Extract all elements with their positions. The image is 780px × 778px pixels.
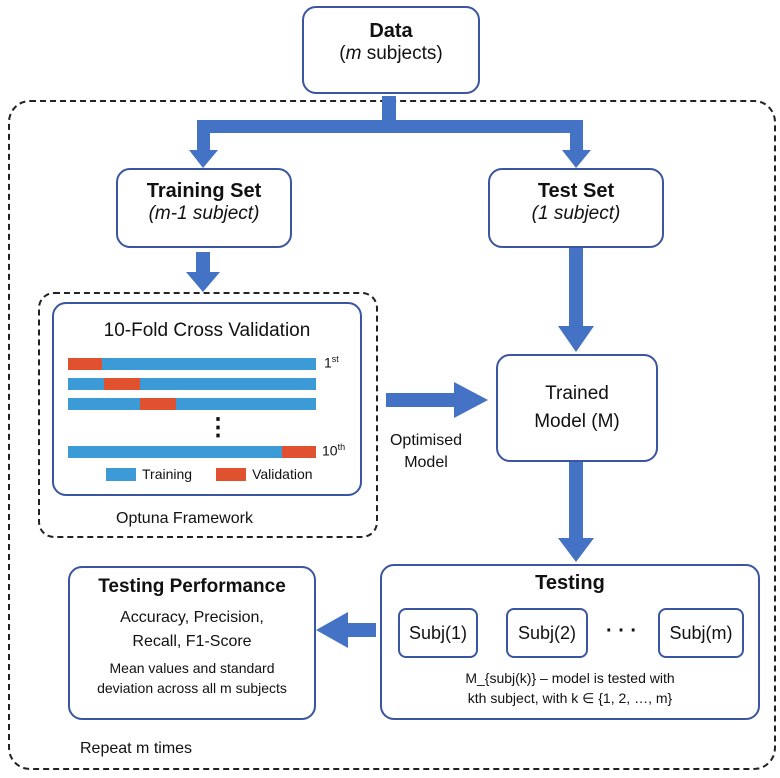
performance-summary-line2: deviation across all m subjects (97, 680, 287, 696)
test-set-box: Test Set (1 subject) (488, 168, 664, 248)
arrow-test-model-head (558, 326, 594, 352)
testing-note-line2: kth subject, with k ∈ {1, 2, …, m} (467, 690, 673, 706)
legend-validation-label: Validation (252, 466, 313, 482)
optuna-framework-boundary (38, 292, 378, 538)
fold-3-validation (140, 398, 176, 410)
subject-m-box: Subj(m) (658, 608, 744, 658)
legend-training-swatch (106, 467, 136, 481)
arrow-model-testing-head (558, 538, 594, 562)
arrow-data-stem (382, 96, 396, 126)
legend-validation-swatch (216, 467, 247, 481)
cv-title: 10-Fold Cross Validation (103, 320, 311, 341)
arrow-right-head (562, 150, 591, 168)
fold-10-validation (282, 446, 316, 458)
arrow-right-branch (570, 120, 583, 152)
performance-metrics-line2: Recall, F1-Score (132, 633, 252, 650)
trained-model-box: Trained Model (M) (496, 354, 658, 462)
training-set-title: Training Set (146, 180, 262, 202)
fold-2-validation (104, 378, 140, 390)
fold-3-bar (68, 398, 316, 410)
testing-box: Testing Subj(1) Subj(2) · · · Subj(m) M_… (380, 564, 760, 720)
data-box-subtitle: (m subjects) (339, 43, 443, 64)
testing-note: M_{subj(k)} – model is tested with kth s… (382, 668, 758, 708)
optimised-label-line2: Model (404, 454, 448, 471)
subjects-ellipsis: · · · (606, 620, 638, 642)
fold-dots: ⋮ (206, 414, 230, 441)
fold-10-bar (68, 446, 316, 458)
optimised-model-label: Optimised Model (386, 430, 466, 474)
training-set-subtitle: (m-1 subject) (148, 203, 260, 224)
subject-1-box: Subj(1) (398, 608, 478, 658)
fold-last-label: 10th (322, 442, 346, 459)
arrow-train-cv-head (186, 272, 220, 292)
subject-2-box: Subj(2) (506, 608, 588, 658)
training-set-box: Training Set (m-1 subject) (116, 168, 292, 248)
fold-first-label: 1st (324, 354, 339, 371)
fold-1-validation (68, 358, 102, 370)
trained-model-line2: Model (M) (534, 411, 620, 432)
testing-title: Testing (535, 572, 605, 594)
performance-title: Testing Performance (98, 576, 286, 597)
cv-legend: Training Validation (106, 466, 313, 482)
data-box-title: Data (369, 20, 413, 42)
arrow-model-testing-stem (569, 462, 583, 540)
arrow-train-cv-stem (196, 252, 210, 274)
test-set-subtitle: (1 subject) (531, 203, 621, 224)
arrow-split-bar (197, 120, 583, 133)
arrow-left-head (189, 150, 218, 168)
cross-validation-box: 10-Fold Cross Validation ⋮ 1st 10th Trai… (52, 302, 362, 496)
arrow-testing-perf-head (316, 612, 348, 648)
data-box: Data (m subjects) (302, 6, 480, 94)
test-set-title: Test Set (537, 180, 615, 202)
trained-model-line1: Trained (545, 383, 609, 404)
arrow-testing-perf-stem (346, 623, 376, 637)
arrow-cv-model-head (454, 382, 488, 418)
legend-training-label: Training (142, 466, 193, 482)
arrow-left-branch (197, 120, 210, 152)
fold-2-bar (68, 378, 316, 390)
performance-summary-line1: Mean values and standard (109, 660, 275, 676)
arrow-test-model-stem (569, 248, 583, 328)
testing-note-line1: M_{subj(k)} – model is tested with (465, 670, 675, 686)
optimised-label-line1: Optimised (389, 432, 463, 449)
arrow-cv-model-stem (386, 393, 456, 407)
repeat-label: Repeat m times (80, 740, 193, 757)
performance-metrics-line1: Accuracy, Precision, (120, 609, 264, 626)
fold-1-bar (68, 358, 316, 370)
optuna-framework-label: Optuna Framework (116, 510, 253, 527)
testing-performance-box: Testing Performance Accuracy, Precision,… (68, 566, 316, 720)
